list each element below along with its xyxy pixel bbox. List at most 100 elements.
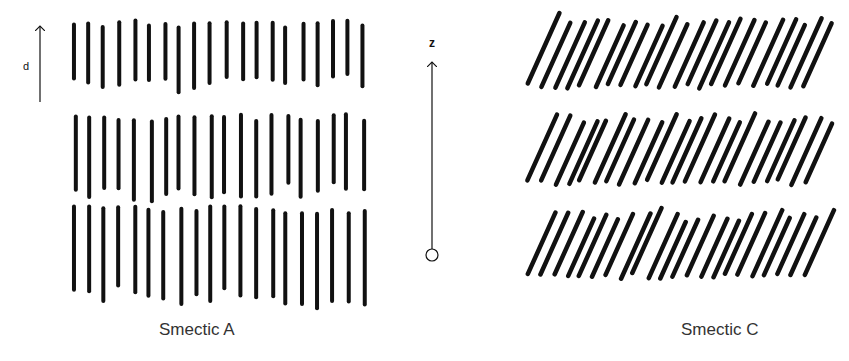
rod [241, 24, 245, 80]
rod [87, 207, 91, 292]
tilted-rod [528, 13, 560, 83]
rod [225, 22, 229, 77]
tilted-rod [806, 124, 832, 183]
rod [286, 116, 290, 183]
tilted-rod [592, 219, 618, 276]
rod [362, 121, 366, 190]
label-holder: Smectic A [159, 320, 235, 340]
rod [192, 117, 196, 194]
tilted-rod [541, 23, 570, 87]
tilted-rod [527, 115, 557, 181]
tilted-rod [725, 214, 752, 274]
tilted-rod [737, 213, 765, 274]
rod [72, 24, 76, 78]
rod [208, 23, 212, 83]
tilted-rod [685, 115, 715, 182]
smectic-c-rods [527, 13, 834, 279]
rod [254, 209, 258, 297]
tilted-rod [725, 113, 756, 181]
rod [132, 120, 136, 200]
rod [222, 207, 226, 289]
rod [269, 115, 273, 194]
tilted-rod [711, 19, 740, 84]
tilted-rod [739, 23, 766, 83]
rod [146, 210, 150, 296]
rod [283, 27, 287, 83]
rod [315, 214, 319, 309]
tilted-rod [803, 23, 831, 86]
axis-label: z [429, 36, 435, 50]
rod [255, 23, 259, 78]
tilted-rod [753, 20, 783, 86]
rod [271, 23, 275, 80]
rod [117, 22, 121, 84]
tilted-rod [791, 118, 821, 185]
rod [238, 206, 242, 295]
origin-circle [426, 249, 438, 261]
rod [363, 211, 367, 304]
rod [133, 21, 137, 80]
rod [163, 24, 167, 79]
tilted-rod [778, 118, 806, 180]
rod [117, 120, 121, 188]
rod [271, 210, 275, 296]
rod [133, 207, 137, 293]
tilted-rod [764, 218, 790, 275]
rod [345, 21, 349, 74]
tilted-rod [790, 218, 816, 275]
rod [87, 118, 91, 197]
rod [360, 25, 364, 86]
tilted-rod [687, 216, 714, 275]
rod [101, 208, 105, 301]
label-holder: z [429, 33, 435, 51]
rod [192, 24, 196, 89]
rod [300, 213, 304, 304]
tilted-rod [659, 24, 687, 87]
phase-caption: Smectic C [681, 320, 758, 340]
tilted-rod [777, 214, 804, 274]
tilted-rod [805, 210, 834, 275]
tilted-rod [579, 20, 608, 85]
rod [101, 27, 105, 87]
smectic-a-rods [74, 21, 365, 309]
rod [222, 117, 226, 192]
rod [150, 121, 154, 201]
rod [116, 207, 120, 285]
rod [86, 24, 90, 83]
rod [283, 213, 287, 303]
rod [72, 206, 76, 289]
tilted-rod [619, 120, 648, 185]
rod [316, 23, 320, 85]
layer-spacing-label: d [23, 60, 29, 72]
tilted-rod [606, 120, 634, 181]
rod [164, 119, 168, 194]
phase-caption: Smectic A [159, 320, 235, 340]
rod [331, 21, 335, 76]
rod [239, 115, 243, 197]
tilted-rod [672, 220, 698, 277]
rod [74, 117, 78, 190]
tilted-rod [608, 22, 636, 84]
tilted-rod [647, 114, 677, 180]
tilted-rod [555, 212, 583, 274]
rod [316, 121, 320, 191]
rod [194, 211, 198, 294]
rod [299, 120, 303, 197]
rod [208, 207, 212, 301]
tilted-rod [646, 17, 676, 84]
rod [332, 115, 336, 182]
rod [210, 116, 214, 197]
tilted-rod [754, 123, 781, 182]
tilted-rod [621, 25, 648, 85]
rod [179, 209, 183, 304]
z-axis-arrow [431, 62, 432, 249]
layer-spacing-arrow [39, 26, 40, 102]
tilted-rod [541, 116, 570, 181]
tilted-rod [701, 219, 727, 277]
rod [254, 121, 258, 196]
rod [344, 114, 348, 189]
rod [330, 210, 334, 301]
tilted-rod [778, 25, 805, 85]
rod [347, 213, 351, 301]
